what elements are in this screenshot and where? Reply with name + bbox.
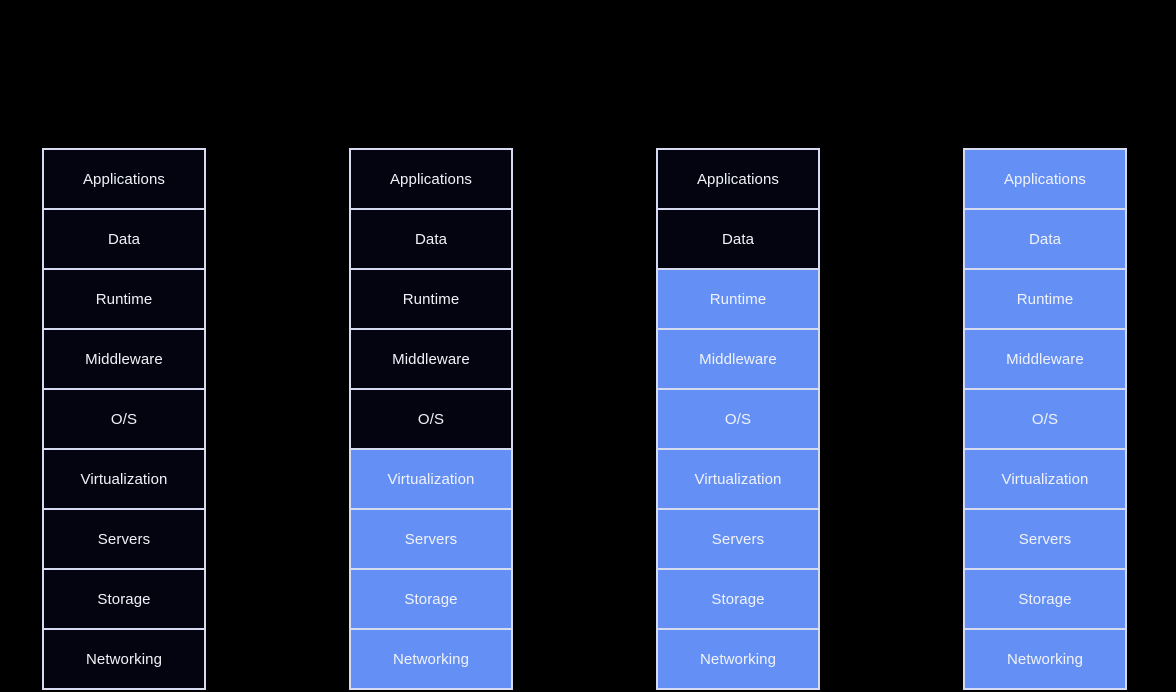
layer-box: Runtime — [965, 270, 1125, 330]
stack-column-3: Applications Data Runtime Middleware O/S… — [656, 148, 820, 690]
layer-box: Runtime — [658, 270, 818, 330]
layer-box: Storage — [44, 570, 204, 630]
layer-box: O/S — [351, 390, 511, 450]
layer-box: Applications — [965, 150, 1125, 210]
layer-box: Servers — [44, 510, 204, 570]
stack-column-2: Applications Data Runtime Middleware O/S… — [349, 148, 513, 690]
layer-box: Applications — [658, 150, 818, 210]
layer-box: Networking — [658, 630, 818, 688]
layer-box: Runtime — [351, 270, 511, 330]
layer-box: Middleware — [44, 330, 204, 390]
cloud-stack-diagram: Applications Data Runtime Middleware O/S… — [42, 148, 1127, 690]
layer-box: Data — [44, 210, 204, 270]
layer-box: Networking — [351, 630, 511, 688]
layer-box: Servers — [658, 510, 818, 570]
stack-column-1: Applications Data Runtime Middleware O/S… — [42, 148, 206, 690]
layer-box: Virtualization — [351, 450, 511, 510]
layer-box: Applications — [44, 150, 204, 210]
stack-column-4: Applications Data Runtime Middleware O/S… — [963, 148, 1127, 690]
layer-box: O/S — [658, 390, 818, 450]
layer-box: O/S — [44, 390, 204, 450]
layer-box: Data — [965, 210, 1125, 270]
layer-box: Middleware — [351, 330, 511, 390]
layer-box: Middleware — [965, 330, 1125, 390]
layer-box: Networking — [965, 630, 1125, 688]
layer-box: Virtualization — [658, 450, 818, 510]
layer-box: Storage — [351, 570, 511, 630]
layer-box: O/S — [965, 390, 1125, 450]
layer-box: Servers — [351, 510, 511, 570]
layer-box: Data — [351, 210, 511, 270]
layer-box: Servers — [965, 510, 1125, 570]
layer-box: Middleware — [658, 330, 818, 390]
layer-box: Data — [658, 210, 818, 270]
layer-box: Storage — [658, 570, 818, 630]
layer-box: Runtime — [44, 270, 204, 330]
layer-box: Applications — [351, 150, 511, 210]
layer-box: Virtualization — [44, 450, 204, 510]
layer-box: Storage — [965, 570, 1125, 630]
layer-box: Networking — [44, 630, 204, 688]
layer-box: Virtualization — [965, 450, 1125, 510]
